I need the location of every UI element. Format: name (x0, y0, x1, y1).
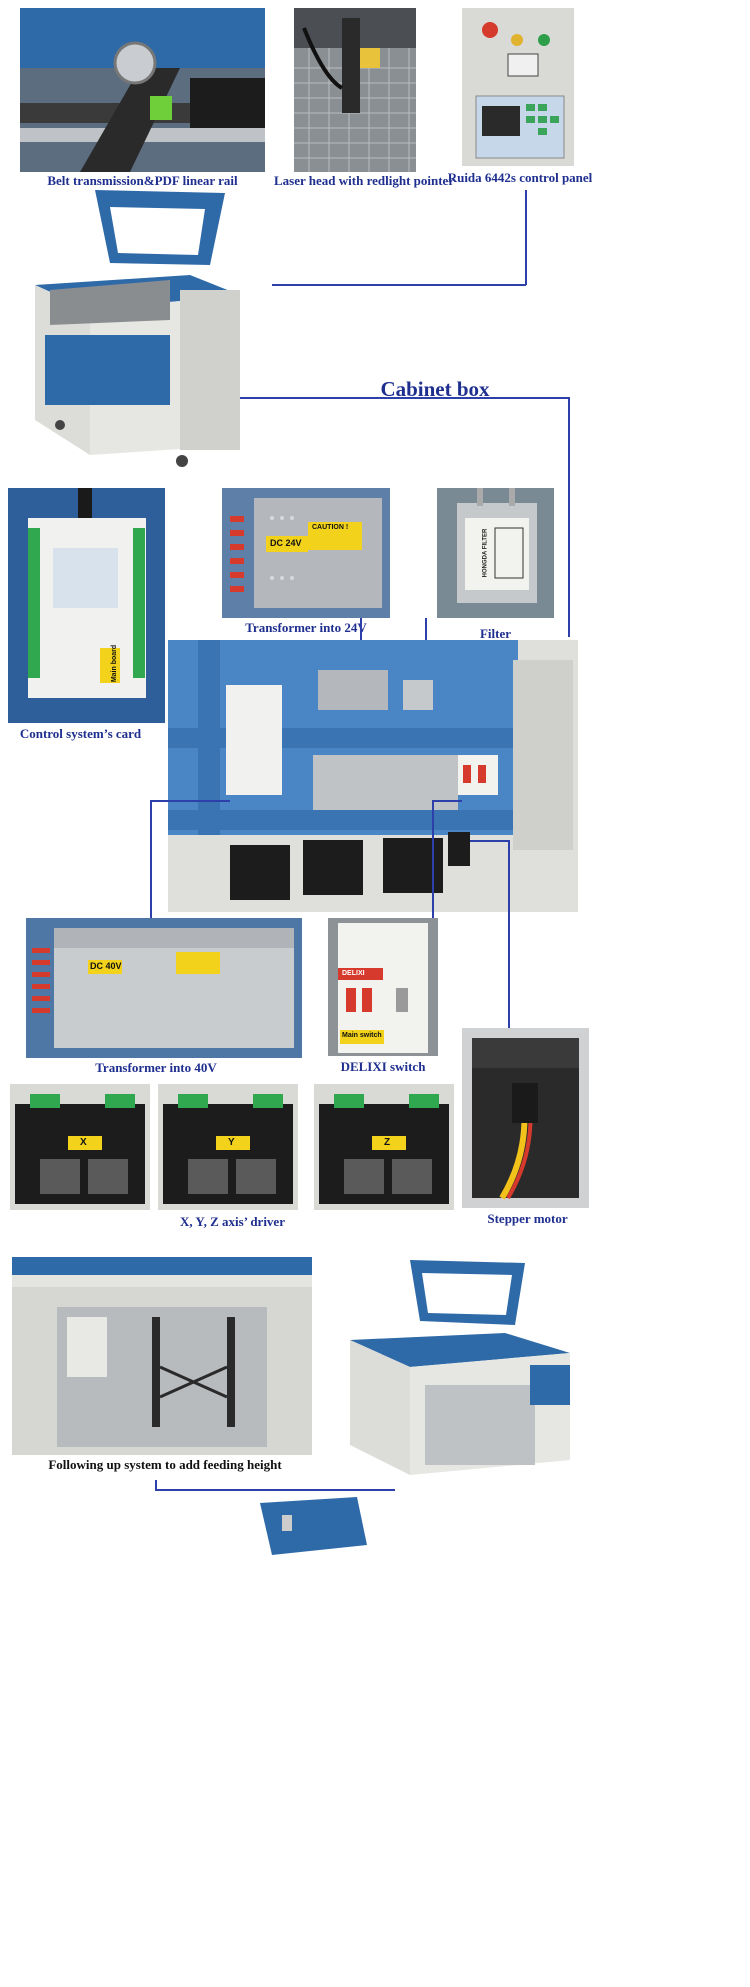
connector-line (432, 800, 462, 802)
connector-line (568, 397, 570, 637)
filter-caption: Filter (479, 626, 512, 641)
x-driver-photo: X (10, 1084, 150, 1210)
laser-machine-photo (10, 185, 272, 470)
connector-line (155, 1489, 395, 1491)
drivers-caption: X, Y, Z axis’ driver (180, 1214, 285, 1229)
connector-line (470, 840, 510, 842)
connector-line (150, 800, 230, 802)
transformer-40v-caption: Transformer into 40V (95, 1060, 217, 1075)
stepper-motor-photo (462, 1028, 589, 1208)
delixi-caption: DELIXI switch (340, 1059, 426, 1074)
ruida-caption: Ruida 6442s control panel (447, 170, 593, 185)
dc24-sticker: DC 24V (270, 538, 302, 548)
following-system-photo (12, 1257, 312, 1455)
connector-line (155, 1480, 157, 1490)
transformer-24v-caption: Transformer into 24V (245, 620, 367, 635)
cabinet-caption: Cabinet box (380, 377, 490, 401)
transformer-40v-photo: DC 40V (26, 918, 302, 1058)
following-caption: Following up system to add feeding heigh… (48, 1457, 282, 1472)
ruida-panel-photo (462, 8, 574, 166)
delixi-brand-sticker: DELIXI (342, 970, 365, 977)
connector-line (240, 397, 570, 399)
dc40-sticker: DC 40V (90, 961, 122, 971)
stepper-caption: Stepper motor (487, 1211, 568, 1226)
connector-line (525, 190, 527, 285)
connector-line (150, 800, 152, 918)
cabinet-interior-photo (168, 640, 578, 912)
filter-photo: HONGDA FILTER (437, 488, 554, 618)
control-card-photo: Main board (8, 488, 165, 723)
delixi-switch-photo: DELIXI Main switch (328, 918, 438, 1056)
laser-head-photo (294, 8, 416, 172)
main-board-sticker: Main board (111, 644, 119, 683)
connector-line (432, 800, 434, 918)
caution-sticker: CAUTION ! (312, 524, 349, 531)
base-plate-photo (252, 1495, 370, 1560)
connector-line (272, 284, 526, 286)
filter-brand-sticker: HONGDA FILTER (482, 528, 489, 578)
belt-transmission-photo (20, 8, 265, 172)
z-driver-photo: Z (314, 1084, 454, 1210)
belt-caption: Belt transmission&PDF linear rail (47, 173, 238, 188)
connector-line (508, 840, 510, 1028)
main-switch-sticker: Main switch (342, 1032, 382, 1039)
laser-machine-open-photo (330, 1255, 580, 1480)
y-axis-label: Y (228, 1137, 235, 1148)
z-axis-label: Z (384, 1137, 391, 1148)
transformer-24v-photo: DC 24V CAUTION ! (222, 488, 390, 618)
laser-head-caption: Laser head with redlight pointer (274, 173, 455, 188)
x-axis-label: X (80, 1137, 87, 1148)
control-card-caption: Control system’s card (19, 726, 142, 741)
y-driver-photo: Y (158, 1084, 298, 1210)
